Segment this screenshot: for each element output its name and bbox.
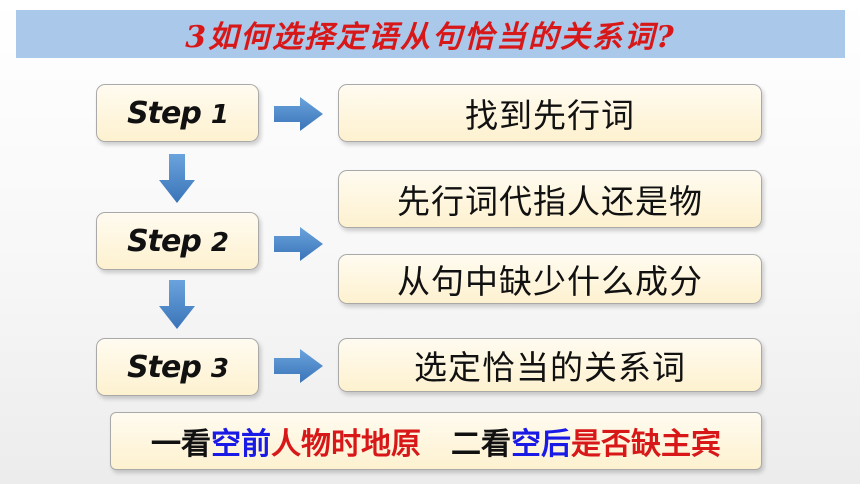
content-text-1: 找到先行词 (465, 96, 635, 135)
content-box-3: 从句中缺少什么成分 (338, 254, 762, 304)
step-2-number: 2 (210, 227, 229, 258)
slide-title: 3如何选择定语从句恰当的关系词? (185, 20, 676, 55)
title-bar: 3如何选择定语从句恰当的关系词? (16, 10, 845, 58)
arrow-right-icon (274, 349, 323, 383)
arrow-right-icon (274, 227, 323, 261)
arrow-down-icon (159, 280, 195, 329)
summary-part1-c: 人物时地原 (271, 427, 421, 462)
summary-part2-b: 空后 (511, 427, 571, 462)
arrow-right-icon (274, 97, 323, 131)
step-3-label: Step (127, 349, 202, 385)
step-2-box: Step 2 (96, 212, 259, 270)
step-1-number: 1 (210, 99, 229, 130)
step-2-label: Step (127, 223, 202, 259)
summary-box: 一看空前人物时地原 二看空后是否缺主宾 (110, 412, 762, 470)
content-box-1: 找到先行词 (338, 84, 762, 142)
step-1-box: Step 1 (96, 84, 259, 142)
content-text-3: 从句中缺少什么成分 (397, 262, 703, 301)
content-text-2: 先行词代指人还是物 (397, 182, 703, 221)
summary-part1-b: 空前 (211, 427, 271, 462)
arrow-down-icon (159, 154, 195, 203)
summary-part2-c: 是否缺主宾 (571, 427, 721, 462)
summary-part1-a: 一看 (151, 427, 211, 462)
content-box-4: 选定恰当的关系词 (338, 338, 762, 392)
step-3-number: 3 (210, 353, 229, 384)
step-1-label: Step (127, 95, 202, 131)
content-box-2: 先行词代指人还是物 (338, 170, 762, 228)
step-3-box: Step 3 (96, 338, 259, 396)
content-text-4: 选定恰当的关系词 (414, 348, 686, 387)
summary-part2-a: 二看 (451, 427, 511, 462)
